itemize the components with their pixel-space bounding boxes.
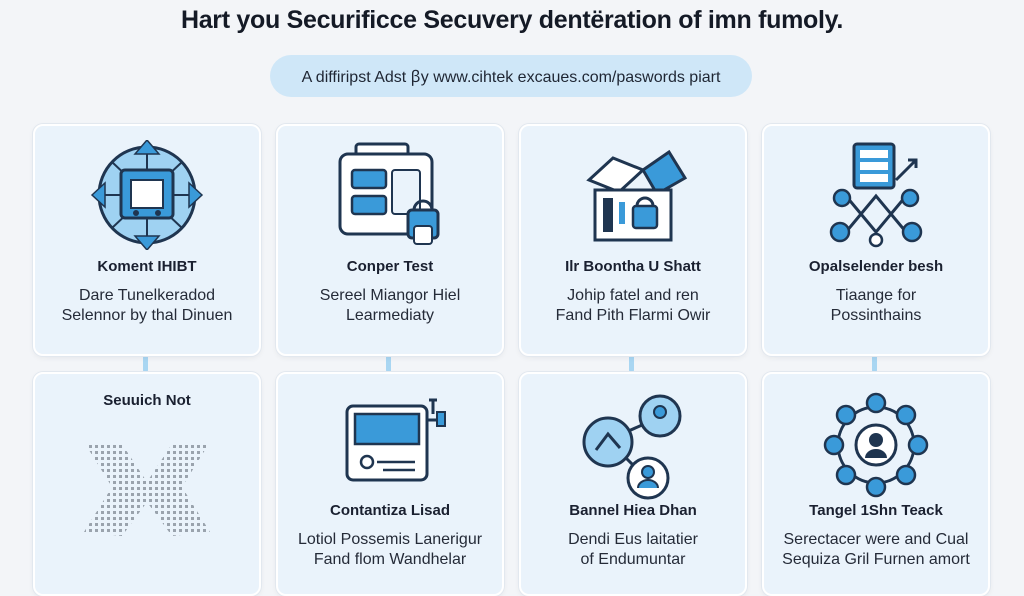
card-title: Koment IHIBT bbox=[97, 258, 197, 275]
card-desc-line: Serectacer were and Cual bbox=[783, 531, 969, 548]
card-description: Sereel Miangor Hiel Learmediaty bbox=[286, 286, 494, 326]
card-1: Koment IHIBT Dare Tunelkeradod Selennor … bbox=[33, 124, 261, 356]
card-7: Bannel Hiea Dhan Dendi Eus laitatier of … bbox=[519, 372, 747, 596]
card-title: Tangel 1Shn Teack bbox=[809, 502, 943, 519]
card-4: Opalselender besh Tiaange for Possinthai… bbox=[762, 124, 990, 356]
card-desc-line: Learmediaty bbox=[345, 307, 435, 324]
card-desc-line: Dare Tunelkeradod bbox=[78, 287, 216, 304]
server-lock-icon bbox=[338, 142, 440, 245]
card-desc-line: Tiaange for bbox=[835, 287, 917, 304]
card-title: Ilr Boontha U Shatt bbox=[565, 258, 701, 275]
card-description: Johip fatel and ren Fand Pith Flarmi Owi… bbox=[529, 286, 737, 326]
connected-avatars-icon bbox=[582, 394, 682, 500]
device-panel-icon bbox=[345, 398, 446, 482]
card-desc-line: of Endumuntar bbox=[580, 551, 686, 568]
card-description: Lotiol Possemis Lanerigur Fand flom Wand… bbox=[286, 530, 494, 570]
subtitle-pill: A diffiripst Adst ꞵy www.cihtek excaues.… bbox=[270, 55, 752, 97]
card-description: Dare Tunelkeradod Selennor by thal Dinue… bbox=[43, 286, 251, 326]
card-desc-line: Johip fatel and ren bbox=[567, 287, 699, 304]
card-2: Conper Test Sereel Miangor Hiel Learmedi… bbox=[276, 124, 504, 356]
card-desc-line: Selennor by thal Dinuen bbox=[61, 307, 233, 324]
card-8: Tangel 1Shn Teack Serectacer were and Cu… bbox=[762, 372, 990, 596]
card-desc-line: Fand flom Wandhelar bbox=[313, 551, 467, 568]
page-title: Hart you Securificce Secuvery dentёratio… bbox=[180, 6, 844, 34]
card-description: Dendi Eus laitatier of Endumuntar bbox=[529, 530, 737, 570]
card-description: Serectacer were and Cual Sequiza Gril Fu… bbox=[772, 530, 980, 570]
card-desc-line: Sereel Miangor Hiel bbox=[319, 287, 461, 304]
card-desc-line: Lotiol Possemis Lanerigur bbox=[297, 531, 483, 548]
card-desc-line: Sequiza Gril Furnen amort bbox=[782, 551, 970, 568]
hub-ring-icon bbox=[823, 392, 929, 498]
globe-chip-icon bbox=[90, 140, 204, 250]
card-desc-line: Dendi Eus laitatier bbox=[568, 531, 698, 548]
card-title: Contantiza Lisad bbox=[329, 502, 450, 519]
card-title: Bannel Hiea Dhan bbox=[569, 502, 697, 519]
box-lock-icon bbox=[586, 149, 688, 242]
card-6: Contantiza Lisad Lotiol Possemis Lanerig… bbox=[276, 372, 504, 596]
card-desc-line: Possinthains bbox=[830, 307, 922, 324]
card-description: Tiaange for Possinthains bbox=[772, 286, 980, 326]
card-title: Opalselender besh bbox=[808, 258, 944, 275]
card-title: Seuuich Not bbox=[103, 392, 191, 409]
pixel-mesh-icon bbox=[84, 442, 210, 536]
card-title: Conper Test bbox=[346, 258, 434, 275]
network-tree-icon bbox=[829, 142, 923, 248]
card-3: Ilr Boontha U Shatt Johip fatel and ren … bbox=[519, 124, 747, 356]
subtitle-text: A diffiripst Adst ꞵy www.cihtek excaues.… bbox=[301, 69, 721, 86]
card-desc-line: Fand Pith Flarmi Owir bbox=[555, 307, 711, 324]
card-5: Seuuich Not bbox=[33, 372, 261, 596]
